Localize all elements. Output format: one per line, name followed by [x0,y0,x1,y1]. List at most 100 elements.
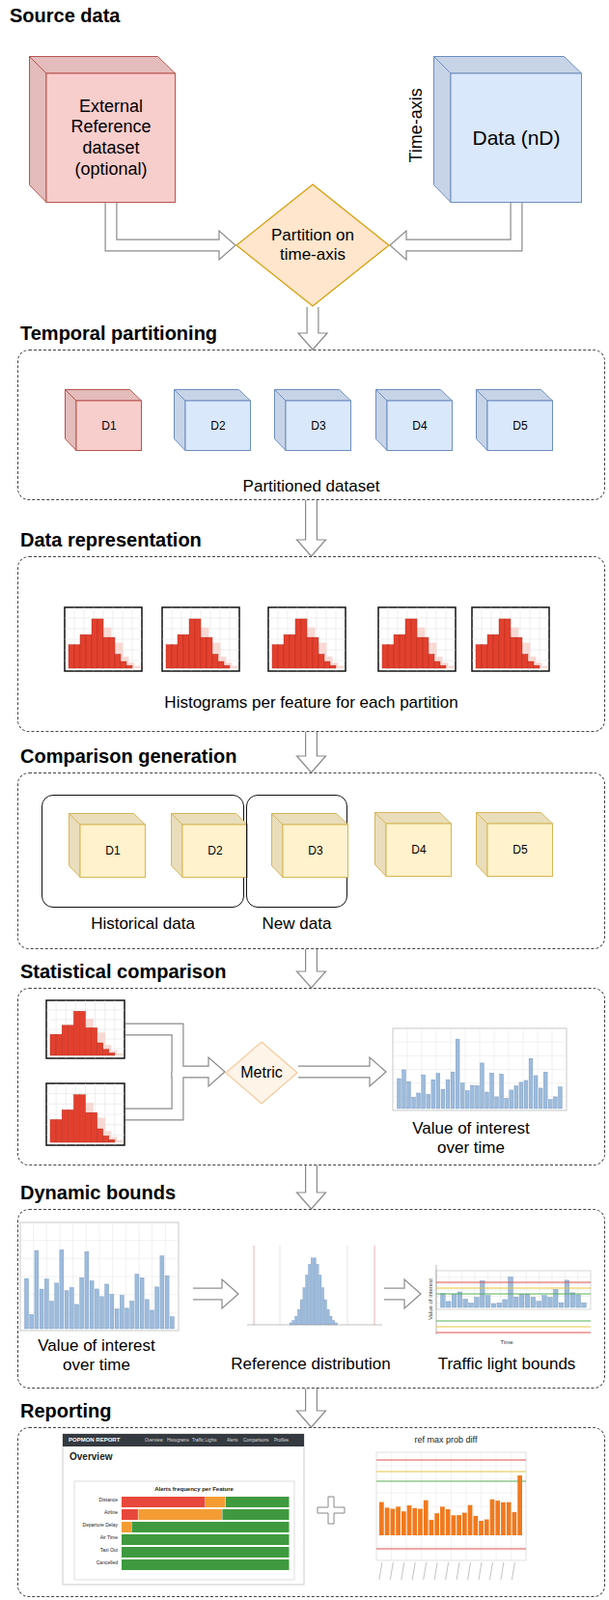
red-bar [73,1094,80,1142]
pale-bar [337,665,344,668]
panel-heading: Dynamic bounds [20,1180,176,1204]
node-text: D5 [491,823,550,877]
block-arrow [297,731,327,773]
value-bar [89,1279,94,1329]
axis-tick [379,1561,383,1579]
axis-tick [478,1561,482,1579]
decision-diamond: Metric [224,1040,299,1105]
yellow-bound [347,1245,349,1325]
value-bar [455,1038,460,1108]
label-text: ref max prob diff [387,1434,504,1445]
arrow-fill [298,1066,372,1078]
arrow-outline [125,1071,178,1114]
red-bar [171,644,178,668]
red-bar [91,1111,98,1142]
cube-side [375,812,388,877]
red-bar [80,634,86,668]
arrow-fill [305,731,317,758]
value-bar [525,1293,530,1307]
value-bar [436,1073,441,1108]
value-bar [426,1093,431,1108]
red-bar [67,1108,74,1142]
arrow-head [219,230,236,260]
distribution-bar [324,1299,327,1325]
cube-front [387,400,453,451]
red-bar [91,1026,98,1055]
red-bar [405,618,412,668]
cube-top [272,813,349,826]
value-bar [463,1298,469,1307]
label-text: Source data [9,3,120,28]
value-bar [150,1309,155,1329]
value-bar [114,1308,119,1329]
label-text: Time-axis [406,77,428,174]
arrow-fill [110,202,222,246]
red-bar [330,664,336,668]
value-bar [445,1079,450,1108]
cube-top [376,389,453,402]
label-text: Distance [69,1495,118,1502]
red-bar [318,654,325,669]
red-bar [301,618,307,668]
ref-max-prob-diff-chart [361,1433,531,1584]
value-bar [100,1296,105,1329]
panel-caption: Partitioned dataset [18,476,605,497]
red-bar [218,661,224,668]
value-bar [528,1057,533,1108]
node-text: D3 [289,400,348,451]
value-bar [64,1290,69,1329]
red-bar [109,636,115,668]
node-text: D5 [491,400,550,451]
arrow-fill [404,202,517,246]
value-bar [160,1255,165,1329]
dataset-cube: D2 [170,812,249,878]
cube-front [182,824,249,878]
value-bar [536,1301,542,1307]
value-bar [542,1295,548,1307]
value-bar [480,1062,485,1108]
distribution-bar [307,1263,310,1325]
distribution-bar [321,1287,324,1325]
axis-tick [401,1561,405,1579]
pale-bar [116,1052,123,1055]
cube-side [476,812,489,877]
value-bar [441,1088,445,1108]
chart-frame [392,1027,567,1110]
group-box: New dataD3 [246,794,348,908]
cube-front [285,400,352,451]
red-bar [103,1134,110,1142]
arrow-outline [406,202,517,246]
cube-side [272,813,284,878]
dataset-cube: D4 [375,388,453,451]
value-bar [34,1249,39,1329]
value-bar [474,1297,480,1307]
value-bar [543,1071,548,1108]
value-bar [431,1079,436,1108]
merge-arrow [125,1028,225,1114]
cube-top [69,813,146,826]
value-bar [139,1276,144,1329]
value-bar [553,1096,557,1108]
red-bar [416,636,423,668]
value-bar [125,1307,130,1329]
value-bar [504,1097,509,1108]
node-text: D4 [390,400,449,451]
value-bar [502,1299,508,1307]
decision-diamond: Partition on time-axis [235,183,390,307]
group-box: Historical dataD1D2 [41,794,245,908]
orange-bar [412,1507,417,1535]
value-bar [421,1074,426,1108]
red-bar [440,664,446,668]
red-bar [306,636,313,668]
node-text: D3 [286,824,345,878]
value-bar [39,1288,44,1329]
red-bar [85,1111,92,1142]
cube-front [46,73,176,203]
red-bar [120,661,127,668]
panel-heading: Statistical comparison [20,959,226,983]
cube-top [275,389,352,402]
value-bar [499,1073,504,1108]
node-text: Partition on time-axis [258,183,367,307]
orange-bar [468,1504,473,1535]
red-bar [109,1138,115,1142]
